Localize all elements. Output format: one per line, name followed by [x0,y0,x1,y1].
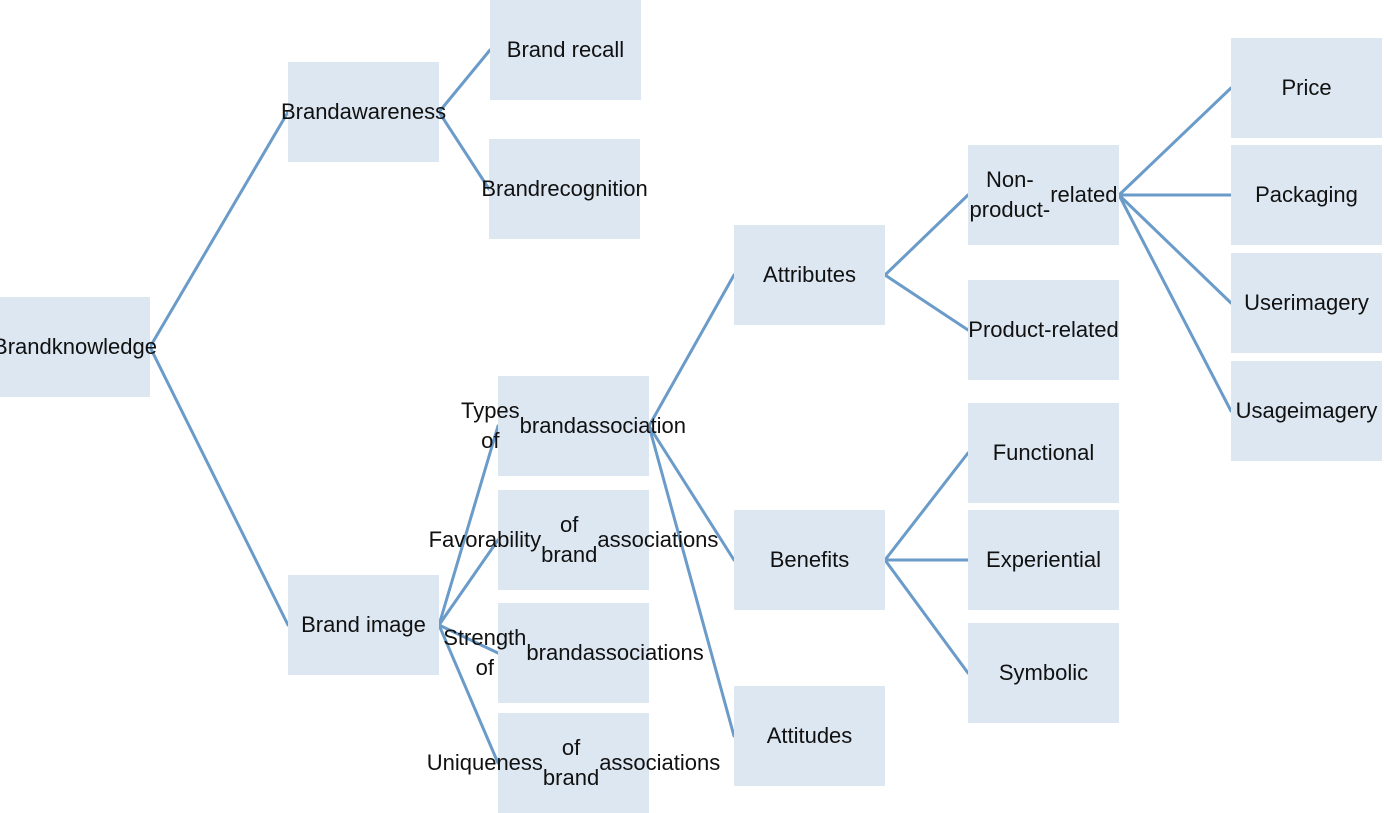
node-price: Price [1231,38,1382,138]
connector-benefits-to-functional [883,451,970,562]
node-functional: Functional [968,403,1119,503]
node-label-line: Brand recall [506,37,625,62]
node-attributes: Attributes [734,225,885,325]
node-experiential: Experiential [968,510,1119,610]
connector-brand-image-to-types-of-brand-association [437,424,500,627]
node-label-line: imagery [1290,290,1369,315]
connector-brand-image-to-uniqueness-of-brand-associations [437,623,500,765]
connector-brand-knowledge-to-brand-awareness [148,110,290,349]
node-label-line: Attitudes [766,723,853,748]
node-label-line: associations [597,527,719,552]
node-attitudes: Attitudes [734,686,885,786]
node-label-line: Functional [992,440,1095,465]
node-label-line: Attributes [763,262,856,287]
node-label-line: brand [519,413,576,438]
node-label-line: association [575,413,687,438]
node-label-line: Price [1281,75,1332,100]
node-benefits: Benefits [734,510,885,610]
node-label-line: Benefits [769,547,850,572]
node-label-line: brand [526,640,583,665]
connector-brand-awareness-to-brand-recall [437,48,492,114]
node-label-line: Experiential [986,547,1101,572]
node-label-line: Usage [1235,398,1300,423]
node-brand-recall: Brand recall [490,0,641,100]
connector-brand-knowledge-to-brand-image [148,345,290,627]
node-label-line: Packaging [1255,182,1358,207]
node-label-line: Favorability [428,527,542,552]
node-product-related: Product-related [968,280,1119,380]
node-label-line: knowledge [51,334,157,359]
node-label-line: Brand image [301,612,426,637]
connector-non-product-related-to-user-imagery [1117,193,1233,305]
connector-benefits-to-symbolic [883,558,970,675]
node-label-line: Types of [460,398,520,453]
node-label-line: imagery [1299,398,1378,423]
connector-attributes-to-product-related [883,273,970,332]
node-label-line: of brand [542,735,600,790]
node-label-line: recognition [540,176,648,201]
connector-non-product-related-to-usage-imagery [1117,193,1233,413]
node-label-line: Symbolic [998,660,1089,685]
node-label-line: Non-product- [969,167,1051,222]
node-label-line: awareness [339,99,447,124]
node-packaging: Packaging [1231,145,1382,245]
connector-attributes-to-non-product-related [883,193,970,277]
node-label-line: of brand [541,512,598,567]
connector-types-of-brand-association-to-attributes [647,273,736,428]
connector-brand-image-to-favorability-of-brand-associations [437,538,500,627]
node-label-line: associations [599,750,721,775]
node-label-line: Brand [481,176,541,201]
connector-non-product-related-to-price [1117,86,1233,197]
node-label-line: Brand [280,99,340,124]
node-label-line: associations [582,640,704,665]
node-label-line: User [1244,290,1291,315]
node-label-line: Uniqueness [426,750,543,775]
connector-types-of-brand-association-to-benefits [647,424,736,562]
node-label-line: related [1051,317,1119,342]
node-label-line: Strength of [443,625,527,680]
connector-brand-image-to-strength-of-brand-associations [437,623,500,655]
node-non-product-related: Non-product-related [968,145,1119,245]
node-label-line: related [1050,182,1118,207]
node-brand-image: Brand image [288,575,439,675]
connector-types-of-brand-association-to-attitudes [647,424,736,738]
node-symbolic: Symbolic [968,623,1119,723]
node-label-line: Product- [968,317,1052,342]
node-label-line: Brand [0,334,52,359]
connector-brand-awareness-to-brand-recognition [437,110,491,191]
